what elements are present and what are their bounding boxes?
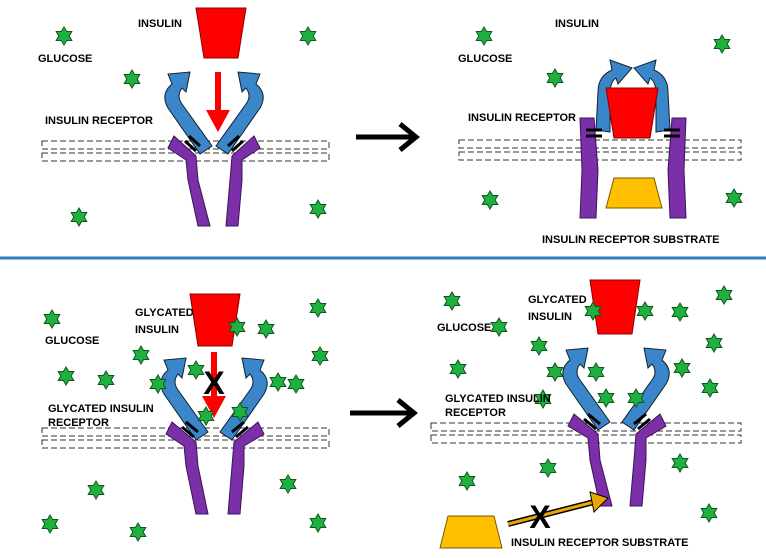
receptor-label-1: GLYCATED INSULIN — [445, 393, 551, 405]
receptor-head-left — [562, 347, 611, 431]
receptor-stem-left — [579, 117, 599, 219]
glucose-icon — [715, 285, 733, 305]
insulin-label: INSULIN — [138, 18, 182, 30]
blocked-mark: X — [529, 499, 551, 535]
glucose-icon — [701, 378, 719, 398]
substrate-label: INSULIN RECEPTOR SUBSTRATE — [511, 537, 688, 549]
insulin-receptor-substrate — [439, 515, 503, 549]
transition-arrow-bottom — [350, 398, 418, 428]
glucose-icon — [279, 474, 297, 494]
glycated-insulin-label-1: GLYCATED — [528, 294, 587, 306]
glucose-icon — [725, 188, 743, 208]
cell-membrane — [41, 427, 330, 449]
glucose-label: GLUCOSE — [38, 53, 92, 65]
glucose-icon — [481, 190, 499, 210]
glucose-icon — [97, 370, 115, 390]
cell-membrane — [41, 140, 330, 162]
receptor-label-2: RECEPTOR — [48, 417, 109, 429]
insulin-receptor-substrate — [605, 177, 663, 209]
binding-arrow — [206, 72, 230, 132]
glucose-icon — [309, 513, 327, 533]
glucose-icon — [475, 26, 493, 46]
glucose-icon — [597, 388, 615, 408]
substrate-label: INSULIN RECEPTOR SUBSTRATE — [542, 234, 719, 246]
glucose-icon — [671, 453, 689, 473]
glucose-label: GLUCOSE — [458, 53, 512, 65]
glucose-icon — [458, 471, 476, 491]
glucose-icon — [55, 26, 73, 46]
panel-bottom-right: X GLYCATED INSULIN GLUCOSE GLYCATED INSU… — [430, 279, 742, 549]
receptor-stem-left — [167, 135, 211, 227]
insulin-molecule — [605, 87, 659, 139]
glucose-icon — [123, 69, 141, 89]
glucose-icon — [713, 34, 731, 54]
glucose-icon — [70, 207, 88, 227]
glucose-icon — [187, 360, 205, 380]
glucose-icon — [257, 319, 275, 339]
glucose-icon — [673, 358, 691, 378]
receptor-stem-right — [629, 413, 667, 507]
glycated-insulin-label-2: INSULIN — [528, 311, 572, 323]
glucose-icon — [546, 362, 564, 382]
receptor-head-right — [219, 357, 268, 441]
glucose-icon — [309, 298, 327, 318]
glucose-icon — [587, 362, 605, 382]
glycated-insulin-label-1: GLYCATED — [135, 307, 194, 319]
glucose-icon — [269, 372, 287, 392]
glucose-icon — [299, 26, 317, 46]
panel-top-left: INSULIN GLUCOSE INSULIN RECEPTOR — [38, 7, 330, 227]
receptor-stem-right — [227, 421, 265, 515]
blocked-signal-arrow — [507, 491, 609, 527]
binding-arrow — [202, 352, 226, 418]
glucose-icon — [443, 291, 461, 311]
glucose-icon — [700, 503, 718, 523]
receptor-head-left — [164, 71, 213, 155]
glucose-icon — [705, 333, 723, 353]
receptor-stem-right — [667, 117, 687, 219]
glucose-icon — [449, 359, 467, 379]
receptor-stem-right — [225, 135, 261, 227]
glucose-icon — [671, 302, 689, 322]
receptor-label-1: GLYCATED INSULIN — [48, 403, 154, 415]
glucose-icon — [43, 309, 61, 329]
glucose-icon — [41, 514, 59, 534]
glucose-icon — [636, 301, 654, 321]
glucose-label: GLUCOSE — [45, 335, 99, 347]
glucose-icon — [132, 345, 150, 365]
receptor-stem-left — [165, 421, 209, 515]
receptor-label: INSULIN RECEPTOR — [468, 112, 576, 124]
glucose-icon — [57, 366, 75, 386]
glycated-insulin-label-2: INSULIN — [135, 324, 179, 336]
panel-top-right: INSULIN GLUCOSE INSULIN RECEPTOR INSULIN… — [458, 18, 743, 246]
glycated-insulin-molecule — [189, 293, 241, 347]
receptor-label-2: RECEPTOR — [445, 407, 506, 419]
glucose-icon — [287, 374, 305, 394]
transition-arrow-top — [356, 122, 420, 152]
glucose-icon — [309, 199, 327, 219]
glucose-icon — [311, 346, 329, 366]
glucose-icon — [539, 458, 557, 478]
glucose-icon — [87, 480, 105, 500]
glucose-icon — [490, 317, 508, 337]
blocked-mark: X — [203, 365, 225, 401]
glucose-icon — [546, 68, 564, 88]
insulin-molecule — [195, 7, 247, 59]
panel-bottom-left: X GLYCATED INSULIN GLUCOSE GLYCATED INSU… — [41, 293, 330, 542]
cell-membrane — [458, 139, 742, 161]
receptor-head-right — [621, 347, 670, 431]
insulin-label: INSULIN — [555, 18, 599, 30]
receptor-head-right — [215, 71, 264, 155]
receptor-label: INSULIN RECEPTOR — [45, 115, 153, 127]
glucose-icon — [129, 522, 147, 542]
glucose-label: GLUCOSE — [437, 322, 491, 334]
glucose-icon — [530, 336, 548, 356]
